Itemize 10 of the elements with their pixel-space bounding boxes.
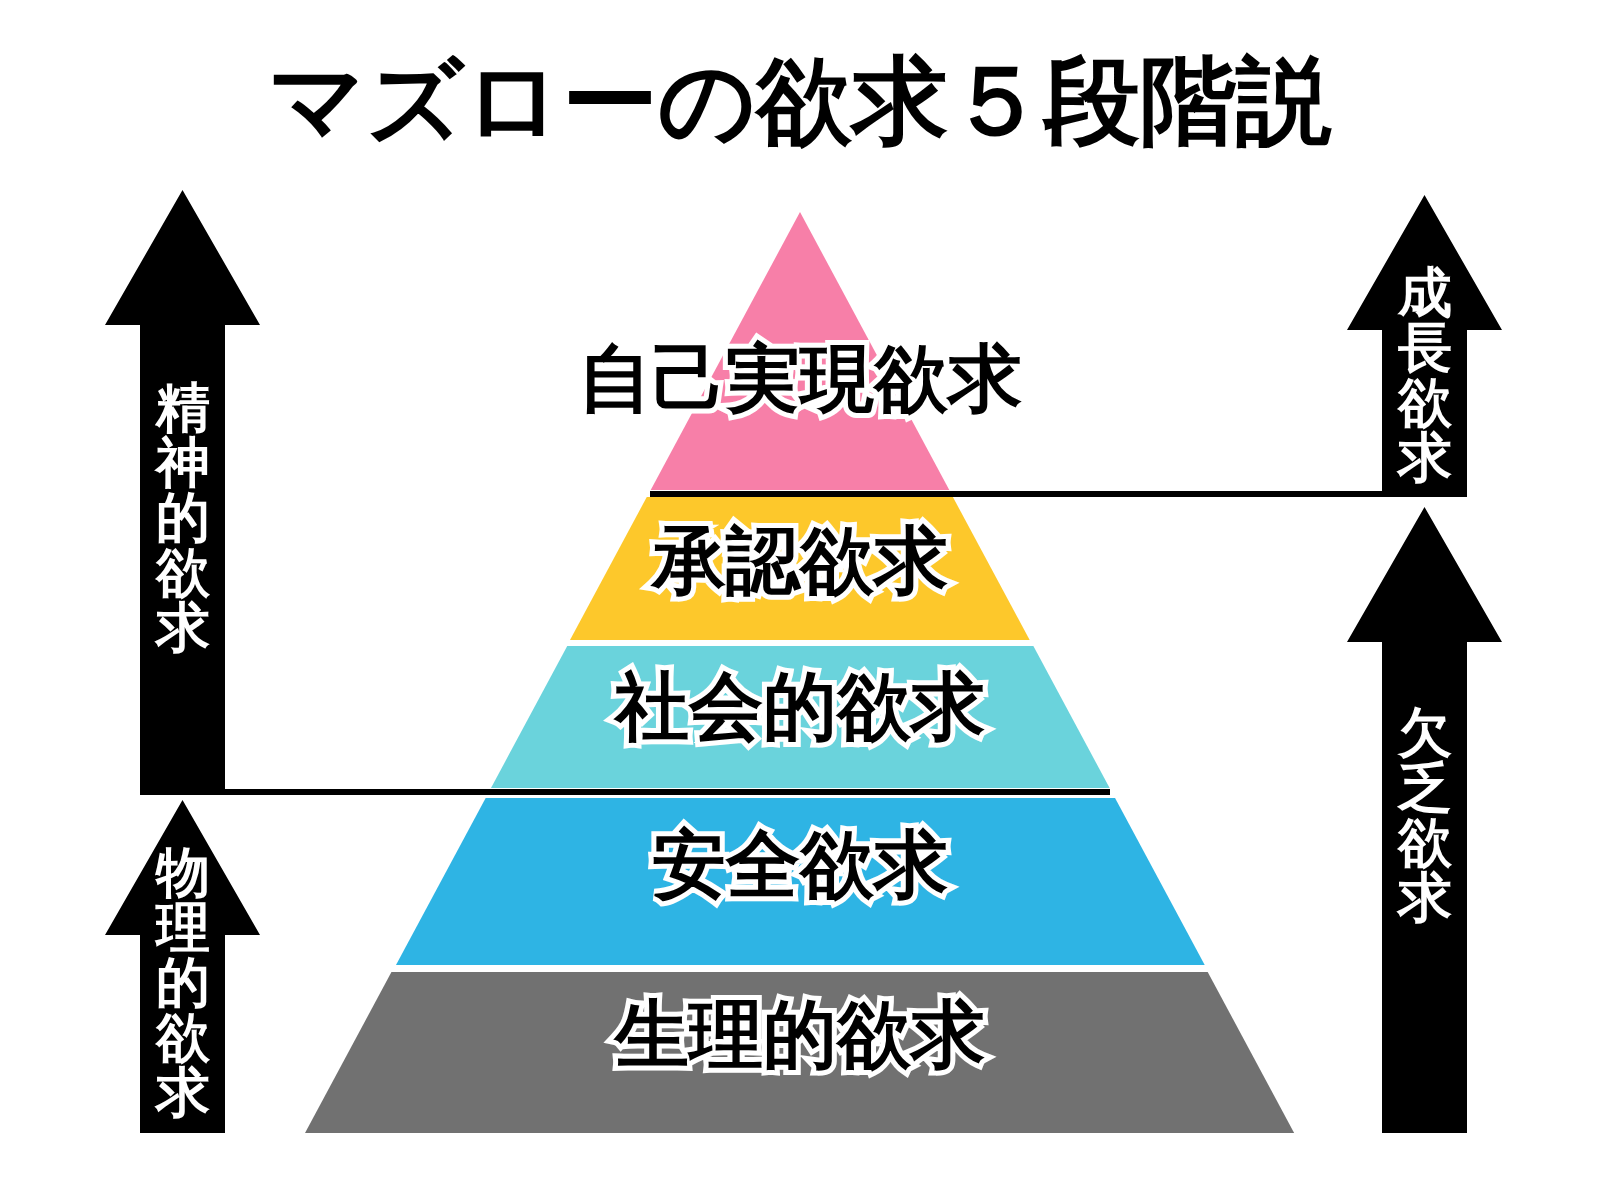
arrow-label: 欠乏欲求 [1395, 705, 1453, 926]
arrow-label: 成長欲求 [1395, 265, 1453, 486]
arrow-label: 精神的欲求 [153, 380, 211, 656]
up-arrow-shape [1347, 195, 1502, 497]
up-arrow-shape [105, 800, 260, 1133]
arrow-label: 物理的欲求 [153, 845, 211, 1121]
up-arrow-shape [1347, 507, 1502, 1133]
band-label: 自己実現欲求 [578, 334, 1022, 423]
up-arrow-shape [105, 190, 260, 795]
title: マズローの欲求５段階説 [268, 44, 1332, 159]
